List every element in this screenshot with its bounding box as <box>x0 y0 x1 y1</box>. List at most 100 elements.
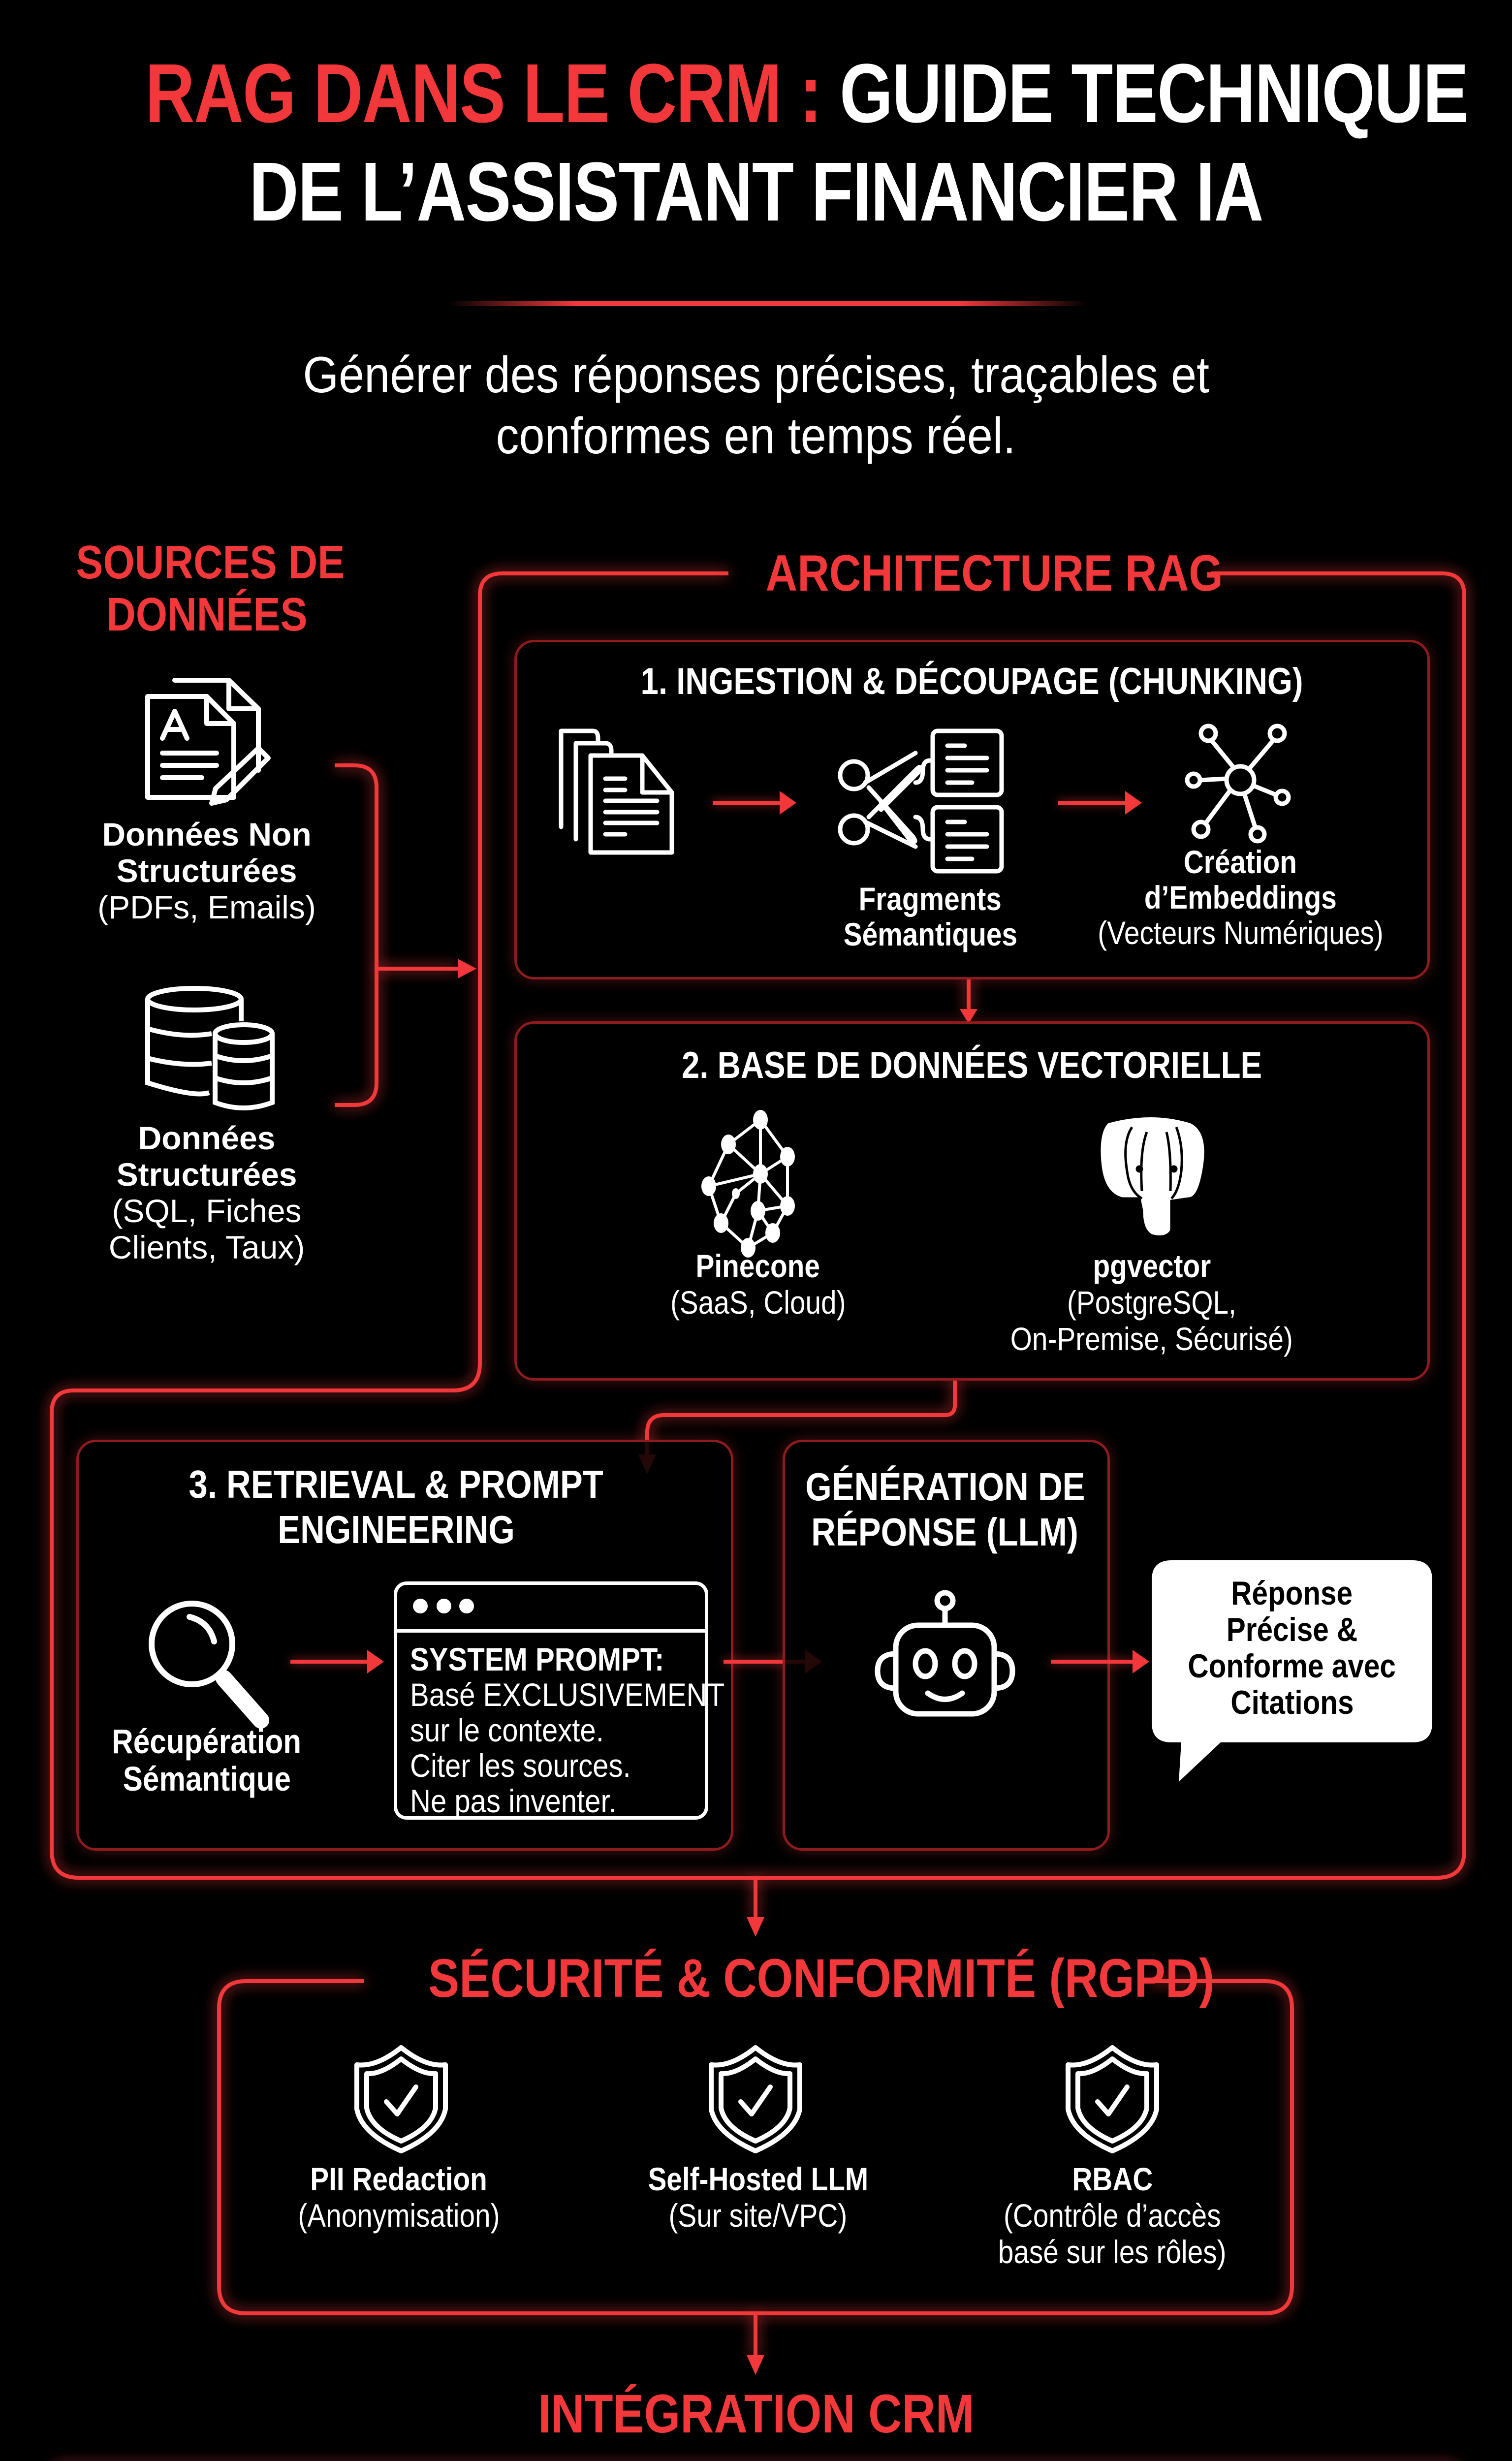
response-line: Citations <box>1230 1684 1354 1721</box>
documents-stack-icon <box>559 728 674 855</box>
generation-title-1: GÉNÉRATION DE <box>805 1465 1085 1509</box>
system-prompt-heading: SYSTEM PROMPT: <box>410 1641 664 1677</box>
step1-ingestion-box <box>514 640 1430 979</box>
database-icon <box>145 986 275 1110</box>
security-title: SÉCURITÉ & CONFORMITÉ (RGPD) <box>364 1947 1215 2011</box>
architecture-title-text: ARCHITECTURE RAG <box>765 545 1223 602</box>
subtitle-line1: Générer des réponses précises, traçables… <box>303 347 1209 404</box>
source-structured: Données Structurées (SQL, Fiches Clients… <box>74 1120 340 1265</box>
pii-detail: (Anonymisation) <box>297 2197 500 2234</box>
step3-retrieval-box <box>76 1440 733 1851</box>
sources-title-line2: DONNÉES <box>106 588 308 641</box>
window-dot-icon <box>437 1599 451 1613</box>
response-line: Précise & <box>1226 1611 1358 1648</box>
response-line: Réponse <box>1231 1575 1353 1612</box>
embeddings-label-2: d’Embeddings <box>1144 879 1337 915</box>
llm-to-response-arrow <box>1051 1650 1149 1673</box>
shield-check-icon <box>709 2045 802 2153</box>
source-unstructured-title1: Données Non <box>102 816 312 852</box>
page-title-line1: RAG DANS LE CRM : GUIDE TECHNIQUE <box>0 44 1512 143</box>
integration-title-text: INTÉGRATION CRM <box>537 2384 975 2444</box>
step1-arrow-1 <box>713 791 796 815</box>
postgresql-elephant-icon <box>1098 1115 1207 1238</box>
pgvector-name: pgvector <box>1093 1248 1211 1284</box>
rbac-detail-1: (Contrôle d’accès <box>1004 2197 1221 2234</box>
system-prompt-window: SYSTEM PROMPT: Basé EXCLUSIVEMENT sur le… <box>394 1581 725 1820</box>
system-prompt-line: Ne pas inventer. <box>410 1783 617 1819</box>
architecture-title: ARCHITECTURE RAG <box>728 541 1223 605</box>
step2-vector-db-box <box>514 1021 1430 1381</box>
title-red: RAG DANS LE CRM : <box>145 47 822 140</box>
pgvector-label: pgvector (PostgreSQL, On-Premise, Sécuri… <box>965 1248 1339 1357</box>
shield-check-icon <box>1066 2045 1159 2153</box>
subtitle-line2: conformes en temps réel. <box>496 408 1016 465</box>
security-item-pii: PII Redaction (Anonymisation) <box>246 2161 551 2234</box>
response-bubble-text: Réponse Précise & Conforme avec Citation… <box>1152 1575 1432 1721</box>
embeddings-label: Création d’Embeddings (Vecteurs Numériqu… <box>1048 844 1432 950</box>
pgvector-detail-1: (PostgreSQL, <box>1067 1284 1236 1321</box>
window-dot-icon <box>413 1599 428 1613</box>
title-white: GUIDE TECHNIQUE <box>839 47 1469 140</box>
security-item-selfhosted: Self-Hosted LLM (Sur site/VPC) <box>600 2161 915 2234</box>
fragments-label-1: Fragments <box>858 881 1002 917</box>
embeddings-detail: (Vecteurs Numériques) <box>1097 915 1384 951</box>
step3-title-2: ENGINEERING <box>278 1508 515 1551</box>
source-unstructured: Données Non Structurées (PDFs, Emails) <box>74 816 340 925</box>
pinecone-graph-icon <box>701 1110 795 1258</box>
robot-icon <box>875 1590 1015 1717</box>
step2-title-text: 2. BASE DE DONNÉES VECTORIELLE <box>682 1044 1262 1086</box>
sources-title: SOURCES DE DONNÉES <box>54 536 359 641</box>
step1-title: 1. INGESTION & DÉCOUPAGE (CHUNKING) <box>514 657 1430 706</box>
retrieval-label-1: Récupération <box>112 1722 302 1761</box>
selfhosted-detail: (Sur site/VPC) <box>668 2197 848 2234</box>
network-nodes-icon <box>1185 724 1291 844</box>
system-prompt-line: sur le contexte. <box>410 1712 604 1748</box>
source-structured-detail2: Clients, Taux) <box>108 1229 305 1265</box>
step3-title: 3. RETRIEVAL & PROMPT ENGINEERING <box>76 1462 716 1552</box>
window-dot-icon <box>459 1599 474 1613</box>
fragments-label: Fragments Sémantiques <box>797 881 1063 952</box>
pinecone-name: Pinecone <box>695 1248 820 1284</box>
retrieval-label-2: Sémantique <box>123 1760 291 1798</box>
page-title-line2: DE L’ASSISTANT FINANCIER IA <box>0 143 1512 241</box>
pgvector-detail-2: On-Premise, Sécurisé) <box>1010 1321 1293 1357</box>
security-item-rbac: RBAC (Contrôle d’accès basé sur les rôle… <box>955 2161 1270 2270</box>
pii-label: PII Redaction <box>310 2161 487 2197</box>
retrieval-label: Récupération Sémantique <box>89 1723 325 1798</box>
source-unstructured-detail: (PDFs, Emails) <box>97 889 316 925</box>
source-structured-title1: Données <box>138 1120 276 1156</box>
window-titlebar <box>397 1585 705 1633</box>
selfhosted-label: Self-Hosted LLM <box>648 2161 868 2197</box>
response-line: Conforme avec <box>1188 1647 1396 1685</box>
system-prompt-text: SYSTEM PROMPT: Basé EXCLUSIVEMENT sur le… <box>397 1633 725 1819</box>
pinecone-detail: (SaaS, Cloud) <box>670 1284 846 1321</box>
response-speech-bubble <box>1152 1560 1432 1782</box>
generation-title-2: RÉPONSE (LLM) <box>811 1510 1079 1554</box>
system-prompt-line: Basé EXCLUSIVEMENT <box>410 1676 725 1713</box>
scissors-chunks-icon <box>838 728 1004 874</box>
step1-title-text: 1. INGESTION & DÉCOUPAGE (CHUNKING) <box>640 661 1304 702</box>
step3-title-1: 3. RETRIEVAL & PROMPT <box>189 1462 604 1506</box>
magnifier-search-icon <box>149 1601 269 1729</box>
integration-title: INTÉGRATION CRM <box>0 2382 1512 2446</box>
step1-arrow-2 <box>1058 791 1142 815</box>
pinecone-label: Pinecone (SaaS, Cloud) <box>615 1248 901 1321</box>
title-white-2: DE L’ASSISTANT FINANCIER IA <box>249 145 1263 239</box>
security-title-text: SÉCURITÉ & CONFORMITÉ (RGPD) <box>428 1948 1215 2009</box>
source-structured-title2: Structurées <box>116 1156 297 1193</box>
title-divider <box>448 301 1088 306</box>
source-structured-detail1: (SQL, Fiches <box>112 1193 302 1229</box>
rbac-label: RBAC <box>1072 2161 1153 2197</box>
source-unstructured-title2: Structurées <box>116 852 297 889</box>
step3-arrow <box>290 1650 384 1673</box>
rbac-detail-2: basé sur les rôles) <box>998 2234 1227 2270</box>
shield-check-icon <box>354 2045 448 2153</box>
step2-title: 2. BASE DE DONNÉES VECTORIELLE <box>514 1041 1430 1090</box>
system-prompt-line: Citer les sources. <box>410 1747 631 1784</box>
embeddings-label-1: Création <box>1183 844 1297 880</box>
fragments-label-2: Sémantiques <box>843 916 1017 952</box>
subtitle: Générer des réponses précises, traçables… <box>0 345 1512 467</box>
sources-title-line1: SOURCES DE <box>76 536 345 589</box>
document-edit-icon <box>145 678 271 806</box>
